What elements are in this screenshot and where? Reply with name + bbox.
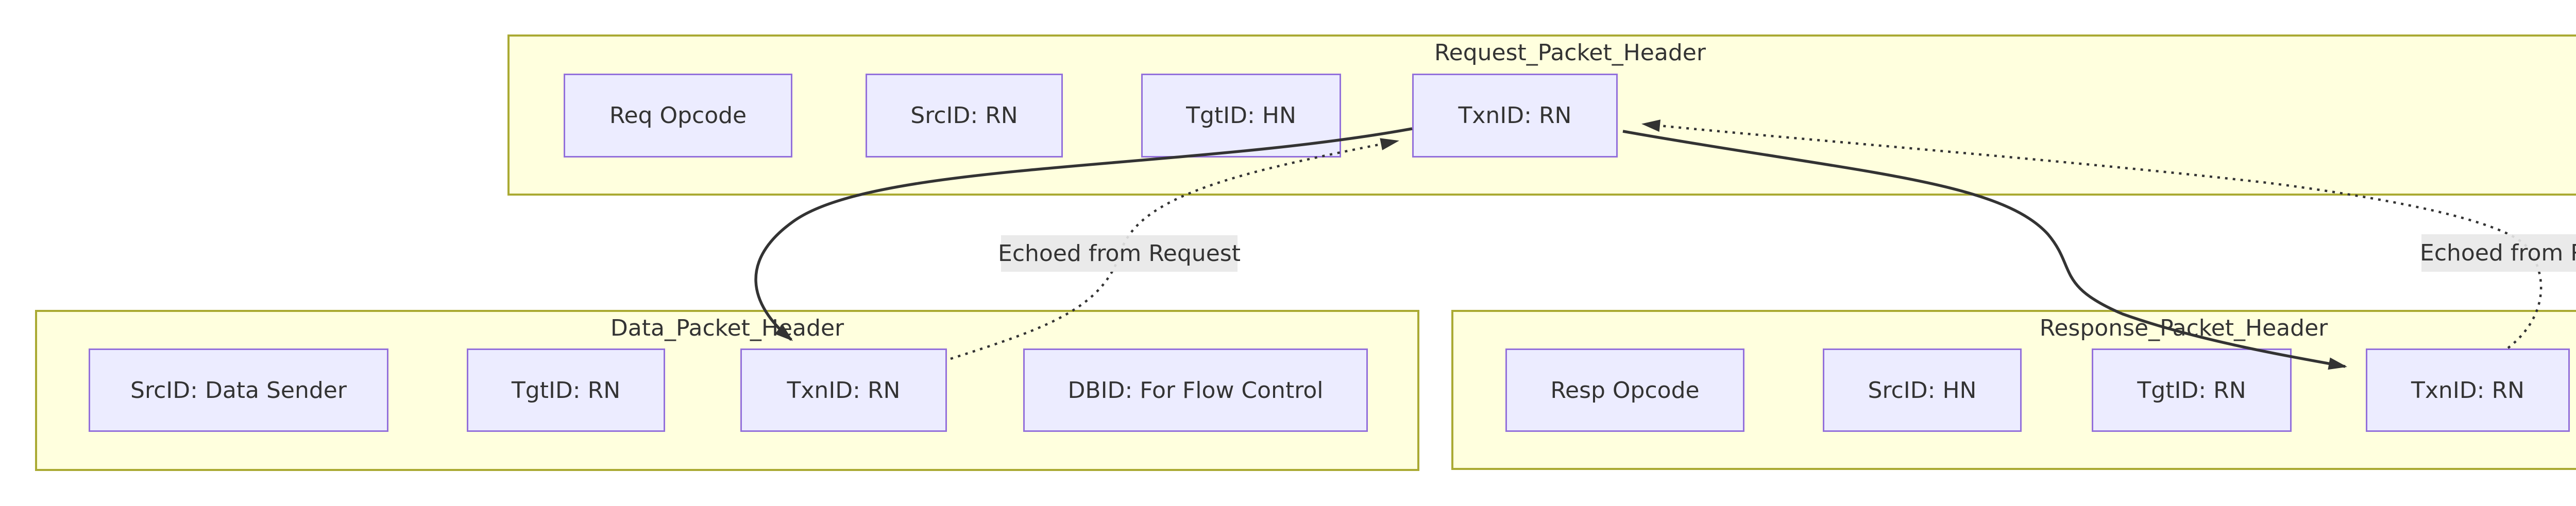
node-response-tgtid-rn: TgtID: RN (2092, 348, 2292, 432)
edge-label-echoed-from-request-left: Echoed from Request (998, 235, 1241, 272)
node-request-srcid-rn: SrcID: RN (866, 74, 1063, 158)
node-label-data-srcid-data-sender: SrcID: Data Sender (130, 377, 347, 404)
node-label-data-dbid-flow-control: DBID: For Flow Control (1067, 377, 1324, 404)
node-label-request-srcid-rn: SrcID: RN (910, 102, 1018, 129)
node-data-srcid-data-sender: SrcID: Data Sender (89, 348, 388, 432)
node-label-req-opcode: Req Opcode (609, 102, 747, 129)
node-label-response-srcid-hn: SrcID: HN (1868, 377, 1977, 404)
node-label-data-txnid-rn: TxnID: RN (787, 377, 901, 404)
cluster-title-request-packet-header: Request_Packet_Header (1434, 40, 1706, 66)
node-request-txnid-rn: TxnID: RN (1412, 74, 1618, 158)
node-resp-opcode: Resp Opcode (1505, 348, 1744, 432)
node-response-txnid-rn: TxnID: RN (2366, 348, 2570, 432)
node-response-srcid-hn: SrcID: HN (1823, 348, 2022, 432)
node-label-request-txnid-rn: TxnID: RN (1458, 102, 1572, 129)
node-data-tgtid-rn: TgtID: RN (467, 348, 665, 432)
node-label-data-tgtid-rn: TgtID: RN (511, 377, 621, 404)
node-label-response-txnid-rn: TxnID: RN (2411, 377, 2524, 404)
node-data-dbid-flow-control: DBID: For Flow Control (1023, 348, 1368, 432)
node-label-resp-opcode: Resp Opcode (1550, 377, 1700, 404)
node-label-request-tgtid-hn: TgtID: HN (1186, 102, 1296, 129)
node-label-response-tgtid-rn: TgtID: RN (2137, 377, 2246, 404)
cluster-title-data-packet-header: Data_Packet_Header (610, 315, 844, 341)
node-data-txnid-rn: TxnID: RN (740, 348, 947, 432)
node-req-opcode: Req Opcode (564, 74, 792, 158)
node-request-tgtid-hn: TgtID: HN (1141, 74, 1341, 158)
edge-label-echoed-from-request-right: Echoed from Request (2420, 234, 2576, 272)
cluster-title-response-packet-header: Response_Packet_Header (2039, 315, 2328, 341)
